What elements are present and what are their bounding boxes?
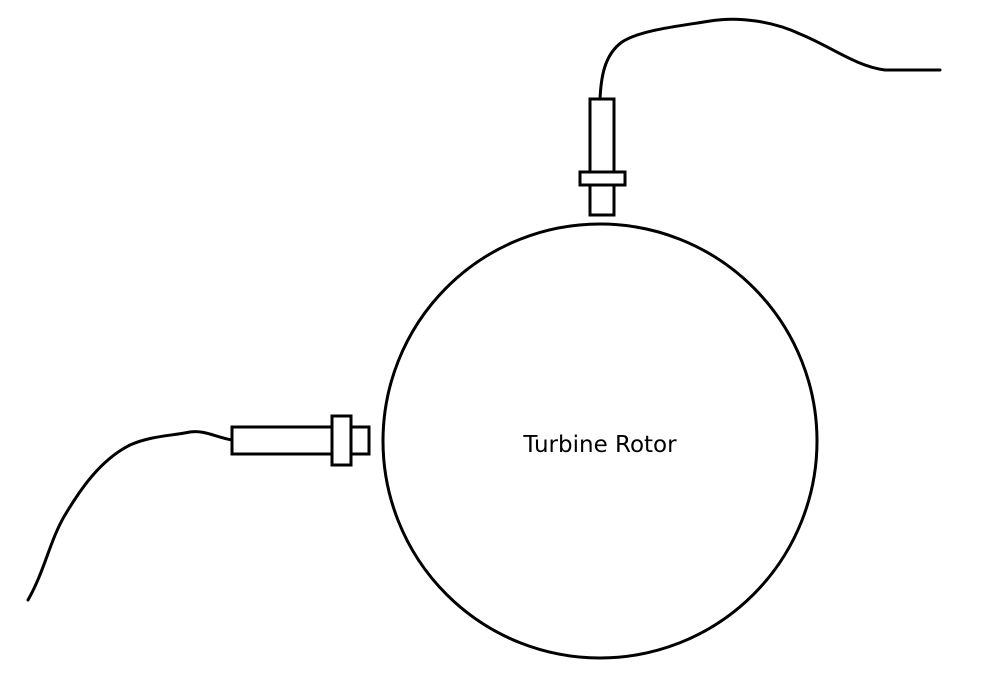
left-probe-locknut: [330, 414, 353, 467]
top-probe-cable: [598, 17, 942, 101]
top-probe-locknut: [578, 170, 627, 187]
top-probe: [578, 97, 627, 217]
top-probe-body: [588, 97, 616, 217]
left-probe-cable: [26, 430, 234, 602]
rotor-label: Turbine Rotor: [522, 432, 677, 458]
left-probe: [230, 414, 371, 467]
turbine-rotor-circle: [381, 222, 819, 660]
